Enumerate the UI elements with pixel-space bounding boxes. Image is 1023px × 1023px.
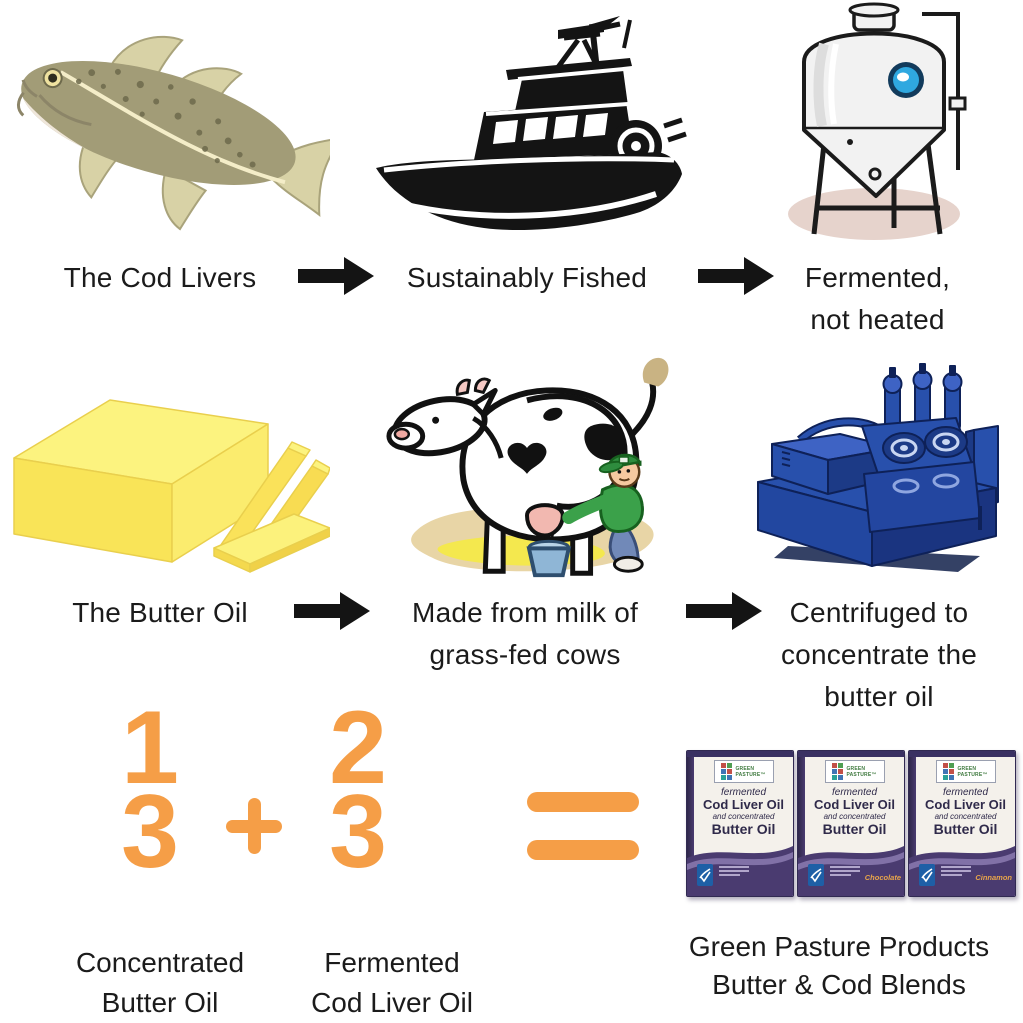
logo-grid-icon bbox=[832, 763, 844, 780]
label-sustainably-fished: Sustainably Fished bbox=[387, 257, 667, 299]
fraction-denominator: 3 bbox=[121, 774, 179, 890]
cod-fish-icon bbox=[8, 35, 330, 231]
label-cod-livers: The Cod Livers bbox=[20, 257, 300, 299]
fine-print-lines bbox=[830, 866, 860, 878]
box-text-and-concentrated: and concentrated bbox=[712, 812, 775, 821]
caption-fermented-cod-liver-oil: Fermented Cod Liver Oil bbox=[272, 943, 512, 1023]
box-top-edge bbox=[798, 751, 904, 757]
label-centrifuged: Centrifuged to concentrate the butter oi… bbox=[768, 592, 990, 718]
fermentation-tank-illustration bbox=[772, 2, 977, 248]
green-pasture-logo: GREEN PASTURE™ bbox=[713, 760, 774, 783]
centrifuge-machine-illustration bbox=[744, 360, 1006, 576]
label-line: not heated bbox=[810, 304, 945, 335]
butter-block-illustration bbox=[6, 362, 330, 574]
label-line: Centrifuged to bbox=[789, 597, 969, 628]
msc-certification-icon bbox=[697, 864, 713, 886]
green-pasture-logo: GREEN PASTURE™ bbox=[824, 760, 885, 783]
product-box-3: GREEN PASTURE™ fermented Cod Liver Oil a… bbox=[908, 750, 1016, 897]
label-milk-grass-fed: Made from milk of grass-fed cows bbox=[385, 592, 665, 676]
box-text-butter-oil: Butter Oil bbox=[822, 821, 887, 837]
brand-name: PASTURE™ bbox=[735, 771, 766, 778]
label-line: Fermented, bbox=[804, 262, 951, 293]
caption-line: Green Pasture Products bbox=[688, 931, 990, 962]
label-line: The Butter Oil bbox=[72, 597, 248, 628]
brand-name: GREEN bbox=[846, 765, 866, 772]
box-text-and-concentrated: and concentrated bbox=[823, 812, 886, 821]
label-line: concentrate the bbox=[780, 639, 978, 670]
msc-certification-icon bbox=[808, 864, 824, 886]
butter-block-icon bbox=[13, 399, 330, 573]
caption-green-pasture-products: Green Pasture Products Butter & Cod Blen… bbox=[655, 928, 1023, 1004]
box-text-fermented: fermented bbox=[720, 787, 767, 798]
label-line: grass-fed cows bbox=[429, 639, 621, 670]
centrifuge-machine-icon bbox=[757, 363, 999, 572]
box-top-edge bbox=[909, 751, 1015, 757]
box-text-cod-liver-oil: Cod Liver Oil bbox=[925, 797, 1006, 812]
brand-name: GREEN bbox=[957, 765, 977, 772]
brand-name: PASTURE™ bbox=[846, 771, 877, 778]
caption-line: Fermented bbox=[324, 947, 460, 978]
box-text-cod-liver-oil: Cod Liver Oil bbox=[703, 797, 784, 812]
fraction-numerator: 2 bbox=[329, 690, 387, 806]
green-pasture-logo: GREEN PASTURE™ bbox=[935, 760, 996, 783]
caption-line: Butter Oil bbox=[101, 987, 219, 1018]
fraction-numerator: 1 bbox=[121, 690, 179, 806]
flavor-label: Cinnamon bbox=[975, 873, 1012, 882]
caption-concentrated-butter-oil: Concentrated Butter Oil bbox=[40, 943, 280, 1023]
cod-fish-illustration bbox=[8, 28, 330, 246]
label-line: butter oil bbox=[824, 681, 934, 712]
logo-grid-icon bbox=[721, 763, 733, 780]
right-arrow-icon bbox=[298, 257, 374, 295]
equals-sign bbox=[527, 792, 639, 860]
caption-line: Concentrated bbox=[75, 947, 245, 978]
box-text-fermented: fermented bbox=[942, 787, 989, 798]
label-line: Sustainably Fished bbox=[406, 262, 648, 293]
label-line: Made from milk of bbox=[412, 597, 638, 628]
brand-name: PASTURE™ bbox=[957, 771, 988, 778]
fraction-two-thirds: 2 3 bbox=[302, 690, 414, 890]
box-text-and-concentrated: and concentrated bbox=[934, 812, 997, 821]
msc-certification-icon bbox=[919, 864, 935, 886]
caption-line: Cod Liver Oil bbox=[311, 987, 473, 1018]
cow-milking-illustration bbox=[378, 330, 676, 580]
fine-print-lines bbox=[941, 866, 971, 878]
product-box-2: GREEN PASTURE™ fermented Cod Liver Oil a… bbox=[797, 750, 905, 897]
product-boxes-group: GREEN PASTURE™ fermented Cod Liver Oil a… bbox=[686, 750, 1018, 897]
box-text-cod-liver-oil: Cod Liver Oil bbox=[814, 797, 895, 812]
fishing-boat-illustration bbox=[368, 8, 690, 240]
label-line: The Cod Livers bbox=[63, 262, 257, 293]
flavor-label: Chocolate bbox=[864, 873, 901, 882]
fraction-one-third: 1 3 bbox=[94, 690, 206, 890]
fine-print-lines bbox=[719, 866, 749, 878]
box-text-butter-oil: Butter Oil bbox=[933, 821, 998, 837]
product-box-1: GREEN PASTURE™ fermented Cod Liver Oil a… bbox=[686, 750, 794, 897]
box-side-edge bbox=[798, 751, 805, 896]
right-arrow-icon bbox=[294, 592, 370, 630]
fraction-denominator: 3 bbox=[329, 774, 387, 890]
box-top-edge bbox=[687, 751, 793, 757]
fermentation-tank-icon bbox=[788, 2, 967, 240]
right-arrow-icon bbox=[698, 257, 774, 295]
cow-milking-icon bbox=[386, 357, 669, 578]
right-arrow-icon bbox=[686, 592, 762, 630]
logo-grid-icon bbox=[943, 763, 955, 780]
plus-sign bbox=[226, 798, 282, 854]
box-text-butter-oil: Butter Oil bbox=[711, 821, 776, 837]
brand-name: GREEN bbox=[735, 765, 755, 772]
box-side-edge bbox=[687, 751, 694, 896]
box-side-edge bbox=[909, 751, 916, 896]
fishing-boat-icon bbox=[376, 16, 687, 231]
label-fermented-not-heated: Fermented, not heated bbox=[770, 257, 985, 341]
caption-line: Butter & Cod Blends bbox=[712, 969, 966, 1000]
box-text-fermented: fermented bbox=[831, 787, 878, 798]
label-butter-oil: The Butter Oil bbox=[20, 592, 300, 634]
